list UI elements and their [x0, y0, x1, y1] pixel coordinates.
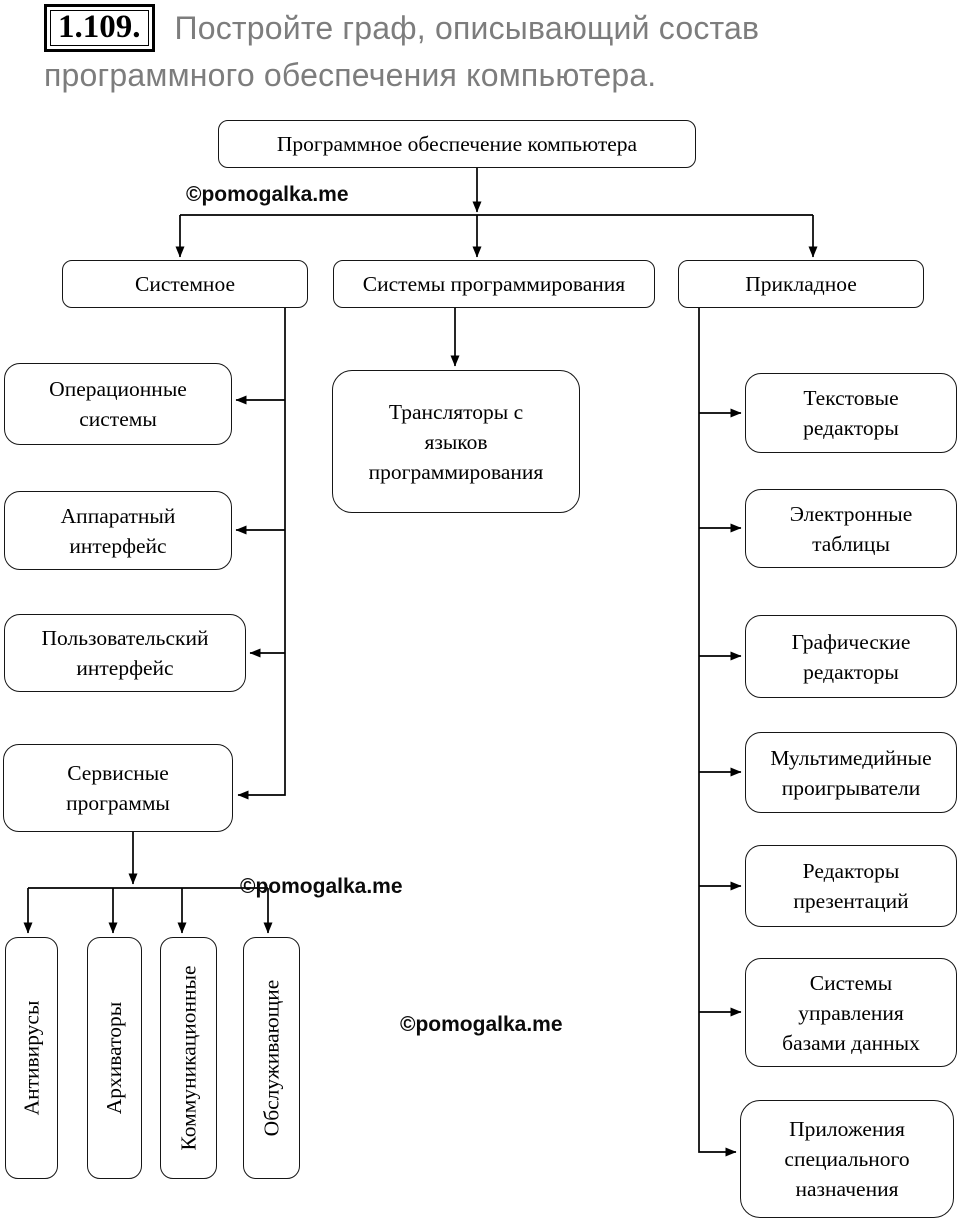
node-antivirus: Антивирусы — [5, 937, 58, 1179]
node-user-interface: Пользовательский интерфейс — [4, 614, 246, 692]
node-label-line: интерфейс — [76, 656, 174, 680]
task-text-line-1: Постройте граф, описывающий состав — [174, 9, 760, 46]
node-hardware-interface: Аппаратный интерфейс — [4, 491, 232, 570]
node-spreadsheets: Электронные таблицы — [745, 489, 957, 568]
node-label-line: системы — [79, 407, 157, 431]
node-label: Антивирусы — [19, 1000, 44, 1116]
node-label-line: презентаций — [793, 889, 909, 913]
node-presentation-editors: Редакторы презентаций — [745, 845, 957, 927]
node-label-line: Графические — [791, 629, 911, 654]
task-text-line-2: программного обеспечения компьютера. — [44, 57, 657, 93]
node-label-line: таблицы — [812, 531, 890, 556]
node-label-line: Операционные — [49, 377, 187, 401]
node-text-editors: Текстовые редакторы — [745, 373, 957, 453]
node-label-line: Редакторы — [802, 859, 900, 883]
node-label-line: языков — [424, 429, 488, 454]
node-applied: Прикладное — [678, 260, 924, 308]
node-label: Программное обеспечение компьютера — [276, 132, 638, 156]
node-label-line: Мультимедийные — [770, 745, 932, 770]
node-label: Прикладное — [745, 272, 857, 296]
node-archivers: Архиваторы — [87, 937, 142, 1179]
node-label-line: специального — [784, 1147, 910, 1171]
node-label-line: интерфейс — [69, 533, 167, 558]
node-label: Обслуживающие — [259, 979, 284, 1137]
node-multimedia-players: Мультимедийные проигрыватели — [745, 732, 957, 813]
node-label-line: Системы — [809, 970, 893, 995]
node-label-line: базами данных — [782, 1030, 920, 1055]
node-label-line: Пользовательский — [41, 626, 209, 650]
watermark-bottom: ©pomogalka.me — [400, 1013, 563, 1036]
node-label: Системы программирования — [362, 272, 626, 296]
node-label-line: проигрыватели — [781, 775, 921, 800]
node-translators: Трансляторы с языков программирования — [332, 370, 580, 513]
task-header: 1.109. Постройте граф, описывающий соста… — [44, 4, 759, 52]
node-label: Коммуникационные — [176, 965, 201, 1151]
node-label-line: редакторы — [803, 416, 899, 440]
node-label-line: Аппаратный — [60, 503, 176, 528]
node-communication: Коммуникационные — [160, 937, 217, 1179]
node-system: Системное — [62, 260, 308, 308]
node-label-line: редакторы — [803, 659, 899, 684]
node-label-line: Сервисные — [67, 761, 169, 785]
watermark-middle: ©pomogalka.me — [240, 875, 403, 898]
node-maintenance: Обслуживающие — [243, 937, 300, 1179]
node-label-line: управления — [798, 1000, 904, 1025]
node-label-line: Электронные — [789, 501, 913, 526]
node-label: Системное — [135, 272, 235, 296]
node-label: Архиваторы — [102, 1001, 127, 1115]
node-label-line: программы — [66, 791, 170, 815]
watermark-top: ©pomogalka.me — [186, 183, 349, 206]
task-number: 1.109. — [44, 4, 155, 52]
node-programming: Системы программирования — [333, 260, 655, 308]
node-service-programs: Сервисные программы — [3, 744, 233, 832]
node-graphic-editors: Графические редакторы — [745, 615, 957, 698]
node-os: Операционные системы — [4, 363, 232, 445]
node-label-line: Приложения — [789, 1117, 905, 1141]
node-dbms: Системы управления базами данных — [745, 958, 957, 1067]
node-label-line: Трансляторы с — [388, 399, 524, 424]
node-label-line: Текстовые — [803, 386, 899, 410]
node-label-line: программирования — [368, 459, 544, 484]
node-root: Программное обеспечение компьютера — [218, 120, 696, 168]
node-special-apps: Приложения специального назначения — [740, 1100, 954, 1218]
node-label-line: назначения — [795, 1177, 899, 1201]
